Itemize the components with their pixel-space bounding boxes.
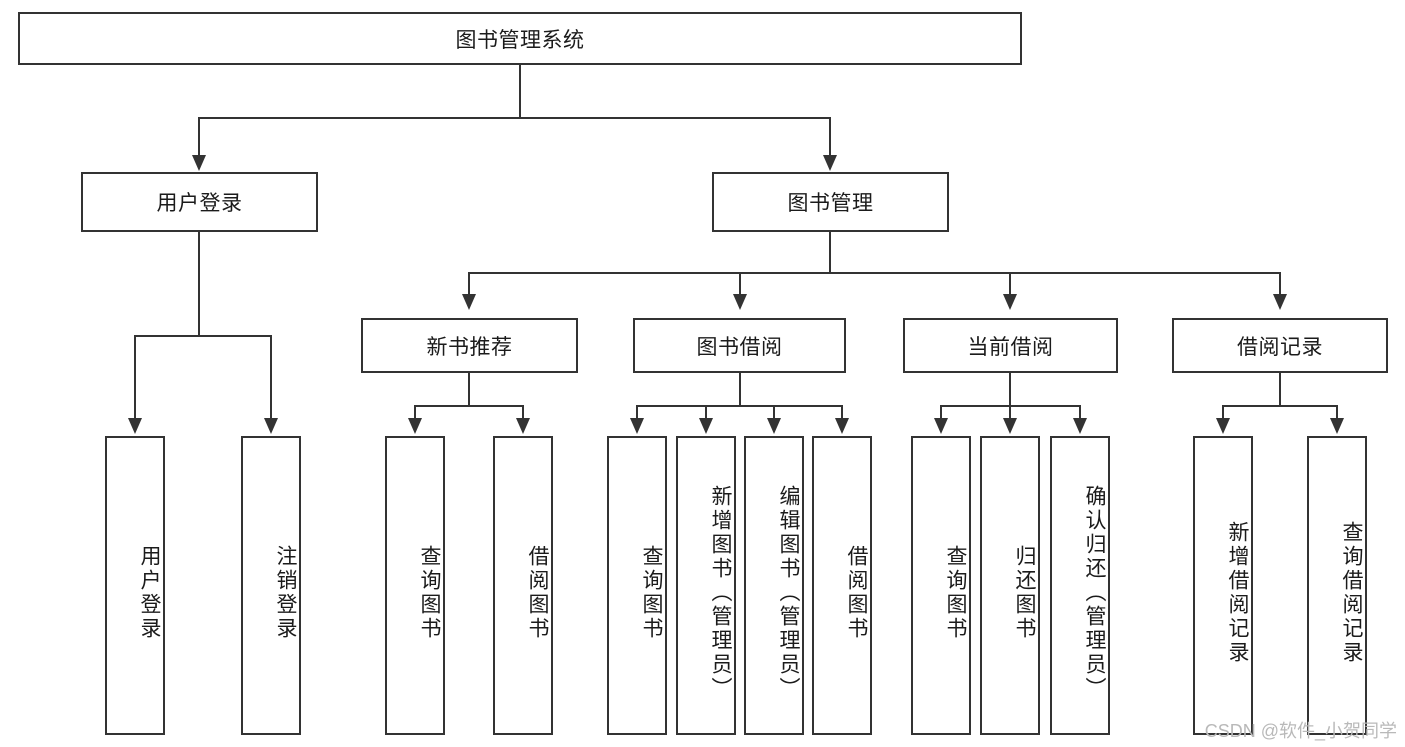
leaf-book-borrow-0[interactable]: 查询图书: [607, 436, 667, 735]
connector-user-login-trunk: [198, 232, 200, 336]
connector-book-management-bus: [468, 272, 1280, 274]
node-label: 用户登录: [156, 192, 243, 215]
leaf-borrow-record-1[interactable]: 查询借阅记录: [1307, 436, 1367, 735]
leaf-label: 查询图书: [640, 544, 663, 641]
connector-borrow-record-bus: [1222, 405, 1338, 407]
leaf-label: 注销登录: [274, 544, 297, 641]
connector-current-borrow-leaf-2: [1079, 405, 1081, 420]
leaf-current-borrow-1[interactable]: 归还图书: [980, 436, 1040, 735]
connector-bm-to-new-book: [468, 272, 470, 296]
arrow-user-login-leaf-1: [264, 418, 278, 434]
connector-borrow-record-leaf-1: [1336, 405, 1338, 420]
leaf-label: 查询借阅记录: [1340, 520, 1363, 665]
node-label: 图书管理系统: [455, 28, 585, 52]
connector-new-book-leaf-1: [522, 405, 524, 420]
leaf-book-borrow-3[interactable]: 借阅图书: [812, 436, 872, 735]
arrow-user-login-leaf-0: [128, 418, 142, 434]
connector-book-borrow-leaf-2: [773, 405, 775, 420]
connector-bm-to-book-borrow: [739, 272, 741, 296]
connector-current-borrow-leaf-0: [940, 405, 942, 420]
connector-book-borrow-trunk: [739, 373, 741, 406]
arrow-book-borrow-leaf-0: [630, 418, 644, 434]
connector-new-book-trunk: [468, 373, 470, 406]
arrow-new-book-leaf-0: [408, 418, 422, 434]
connector-bm-to-borrow-record: [1279, 272, 1281, 296]
arrow-current-borrow-leaf-2: [1073, 418, 1087, 434]
leaf-label: 借阅图书: [845, 544, 868, 641]
node-user-login[interactable]: 用户登录: [81, 172, 318, 232]
connector-user-login-leaf-0: [134, 335, 136, 420]
arrow-current-borrow-leaf-1: [1003, 418, 1017, 434]
node-book-borrow[interactable]: 图书借阅: [633, 318, 846, 373]
connector-new-book-leaf-0: [414, 405, 416, 420]
arrow-new-book-leaf-1: [516, 418, 530, 434]
leaf-label: 新增图书（管理员）: [709, 484, 732, 701]
connector-root-to-book-management: [829, 117, 831, 157]
leaf-borrow-record-0[interactable]: 新增借阅记录: [1193, 436, 1253, 735]
connector-root-to-user-login: [198, 117, 200, 157]
leaf-user-login-0[interactable]: 用户登录: [105, 436, 165, 735]
leaf-user-login-1[interactable]: 注销登录: [241, 436, 301, 735]
leaf-book-borrow-1[interactable]: 新增图书（管理员）: [676, 436, 736, 735]
leaf-label: 归还图书: [1013, 544, 1036, 641]
node-current-borrow[interactable]: 当前借阅: [903, 318, 1118, 373]
arrow-borrow-record-leaf-0: [1216, 418, 1230, 434]
connector-book-borrow-leaf-3: [841, 405, 843, 420]
leaf-label: 借阅图书: [526, 544, 549, 641]
connector-user-login-bus: [134, 335, 272, 337]
leaf-label: 查询图书: [418, 544, 441, 641]
arrow-borrow-record-leaf-1: [1330, 418, 1344, 434]
arrow-bm-to-current-borrow: [1003, 294, 1017, 310]
arrow-book-borrow-leaf-1: [699, 418, 713, 434]
connector-book-borrow-leaf-1: [705, 405, 707, 420]
connector-user-login-leaf-1: [270, 335, 272, 420]
leaf-current-borrow-2[interactable]: 确认归还（管理员）: [1050, 436, 1110, 735]
connector-book-borrow-leaf-0: [636, 405, 638, 420]
node-borrow-record[interactable]: 借阅记录: [1172, 318, 1388, 373]
connector-bm-to-current-borrow: [1009, 272, 1011, 296]
connector-current-borrow-leaf-1: [1009, 405, 1011, 420]
node-label: 图书管理: [787, 192, 874, 215]
node-label: 新书推荐: [426, 335, 513, 359]
node-root-book-management-system[interactable]: 图书管理系统: [18, 12, 1022, 65]
connector-new-book-bus: [414, 405, 524, 407]
leaf-new-book-recommend-1[interactable]: 借阅图书: [493, 436, 553, 735]
connector-book-management-trunk: [829, 232, 831, 273]
leaf-current-borrow-0[interactable]: 查询图书: [911, 436, 971, 735]
arrow-book-borrow-leaf-2: [767, 418, 781, 434]
arrow-root-to-user-login: [192, 155, 206, 171]
leaf-new-book-recommend-0[interactable]: 查询图书: [385, 436, 445, 735]
connector-book-borrow-bus: [636, 405, 843, 407]
node-label: 当前借阅: [967, 335, 1054, 359]
leaf-label: 新增借阅记录: [1226, 520, 1249, 665]
connector-borrow-record-trunk: [1279, 373, 1281, 406]
node-label: 图书借阅: [696, 335, 783, 359]
leaf-book-borrow-2[interactable]: 编辑图书（管理员）: [744, 436, 804, 735]
leaf-label: 编辑图书（管理员）: [777, 484, 800, 701]
leaf-label: 确认归还（管理员）: [1083, 484, 1106, 701]
connector-root-trunk: [519, 65, 521, 118]
arrow-current-borrow-leaf-0: [934, 418, 948, 434]
node-label: 借阅记录: [1237, 335, 1323, 359]
arrow-bm-to-book-borrow: [733, 294, 747, 310]
arrow-root-to-book-management: [823, 155, 837, 171]
arrow-book-borrow-leaf-3: [835, 418, 849, 434]
connector-root-bus: [198, 117, 831, 119]
connector-borrow-record-leaf-0: [1222, 405, 1224, 420]
leaf-label: 用户登录: [138, 544, 161, 641]
node-new-book-recommend[interactable]: 新书推荐: [361, 318, 578, 373]
arrow-bm-to-borrow-record: [1273, 294, 1287, 310]
arrow-bm-to-new-book: [462, 294, 476, 310]
connector-current-borrow-trunk: [1009, 373, 1011, 406]
node-book-management[interactable]: 图书管理: [712, 172, 949, 232]
leaf-label: 查询图书: [944, 544, 967, 641]
